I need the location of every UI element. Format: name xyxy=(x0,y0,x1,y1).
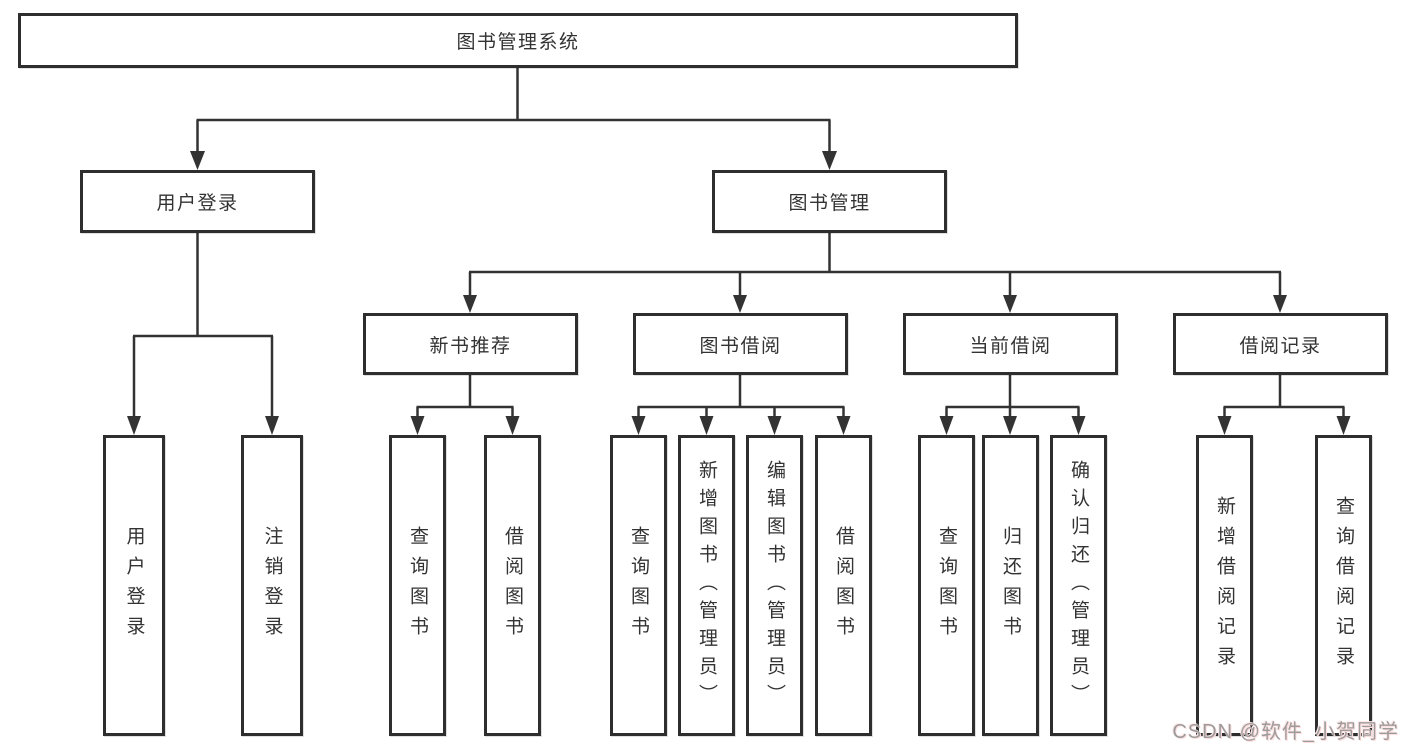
arrowhead xyxy=(1003,416,1017,435)
leaf-query-books-borrow: 查询图书 xyxy=(610,435,667,736)
arrowhead xyxy=(767,416,782,435)
leaf-query-books-borrow-label: 查询图书 xyxy=(628,525,649,646)
leaf-user-login: 用户登录 xyxy=(103,435,165,736)
csdn-watermark: CSDN @软件_小贺同学 xyxy=(1172,721,1399,743)
node-current-borrow: 当前借阅 xyxy=(903,313,1118,375)
arrowhead xyxy=(1071,416,1086,435)
leaf-query-books-recommend: 查询图书 xyxy=(389,435,446,736)
node-book-management: 图书管理 xyxy=(712,170,947,233)
node-user-login: 用户登录 xyxy=(80,170,315,233)
leaf-query-books-current: 查询图书 xyxy=(918,435,975,736)
arrowhead xyxy=(505,416,520,435)
arrowhead xyxy=(190,151,205,170)
arrowhead xyxy=(410,416,425,435)
node-new-book-recommend: 新书推荐 xyxy=(363,313,578,375)
arrowhead xyxy=(631,416,646,435)
leaf-confirm-return-admin: 确认归还（管理员） xyxy=(1050,435,1107,736)
arrowhead xyxy=(733,295,747,313)
node-book-management-label: 图书管理 xyxy=(788,193,871,214)
arrowhead xyxy=(836,416,851,435)
leaf-edit-book-admin-label: 编辑图书（管理员） xyxy=(764,459,785,712)
arrowhead xyxy=(265,416,279,435)
leaf-borrow-books-label: 借阅图书 xyxy=(833,525,854,646)
node-book-borrow-label: 图书借阅 xyxy=(699,335,782,357)
leaf-query-books-recommend-label: 查询图书 xyxy=(407,525,428,646)
arrowhead xyxy=(1336,416,1351,435)
node-new-book-recommend-label: 新书推荐 xyxy=(429,335,512,357)
leaf-edit-book-admin: 编辑图书（管理员） xyxy=(746,435,803,736)
arrowhead xyxy=(463,295,477,313)
leaf-query-borrow-record: 查询借阅记录 xyxy=(1315,435,1372,736)
node-user-login-label: 用户登录 xyxy=(156,193,239,214)
leaf-borrow-books-recommend: 借阅图书 xyxy=(484,435,541,736)
arrowhead xyxy=(127,416,141,435)
node-root-label: 图书管理系统 xyxy=(456,32,580,53)
leaf-user-login-label: 用户登录 xyxy=(123,525,145,646)
arrowhead xyxy=(822,151,837,170)
leaf-return-book: 归还图书 xyxy=(982,435,1039,736)
node-current-borrow-label: 当前借阅 xyxy=(969,335,1052,357)
node-root: 图书管理系统 xyxy=(18,13,1018,68)
arrowhead xyxy=(1003,295,1017,313)
leaf-logout-label: 注销登录 xyxy=(261,525,283,646)
arrowhead xyxy=(939,416,954,435)
leaf-query-borrow-record-label: 查询借阅记录 xyxy=(1333,495,1354,676)
arrowhead xyxy=(1217,416,1232,435)
leaf-query-books-current-label: 查询图书 xyxy=(936,525,957,646)
leaf-add-borrow-record: 新增借阅记录 xyxy=(1196,435,1253,736)
leaf-borrow-books: 借阅图书 xyxy=(815,435,872,736)
arrowhead xyxy=(1273,295,1287,313)
leaf-add-book-admin-label: 新增图书（管理员） xyxy=(696,459,717,712)
leaf-return-book-label: 归还图书 xyxy=(1000,525,1021,646)
node-book-borrow: 图书借阅 xyxy=(633,313,848,375)
node-borrow-records-label: 借阅记录 xyxy=(1239,335,1322,357)
arrowhead xyxy=(699,416,714,435)
leaf-logout: 注销登录 xyxy=(241,435,303,736)
leaf-borrow-books-recommend-label: 借阅图书 xyxy=(502,525,523,646)
node-borrow-records: 借阅记录 xyxy=(1173,313,1388,375)
leaf-add-borrow-record-label: 新增借阅记录 xyxy=(1214,495,1235,676)
leaf-add-book-admin: 新增图书（管理员） xyxy=(678,435,735,736)
leaf-confirm-return-admin-label: 确认归还（管理员） xyxy=(1068,459,1089,712)
